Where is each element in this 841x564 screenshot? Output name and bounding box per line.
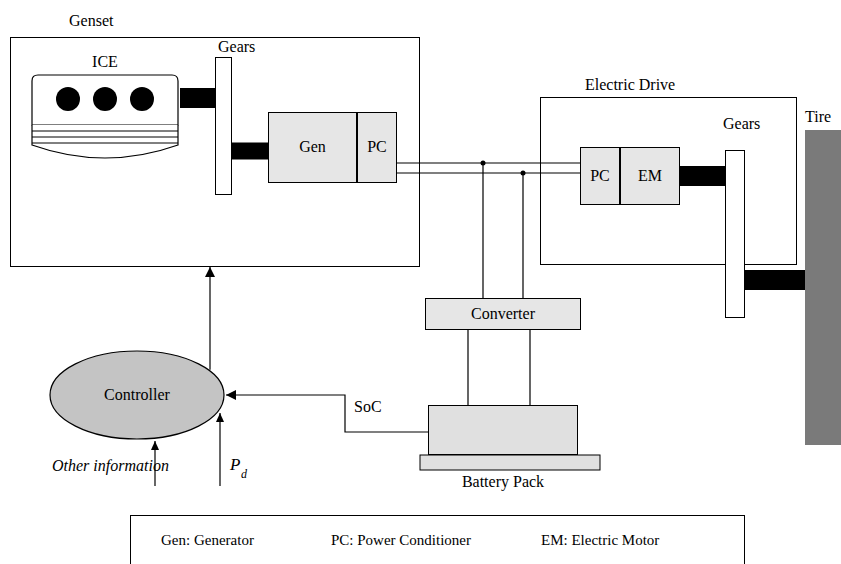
drive-shaft (232, 143, 268, 160)
signal-arrow (209, 267, 210, 370)
engine-block (32, 75, 178, 125)
input-label: P (230, 455, 240, 475)
node-label: Controller (104, 386, 170, 404)
node-label: Gen (299, 138, 326, 156)
drive-shaft (745, 270, 805, 290)
engine: ICE (30, 73, 180, 165)
node-label: PC (367, 138, 387, 156)
node-label: Tire (805, 108, 831, 126)
signal-arrow (226, 395, 428, 432)
node-label: Genset (69, 12, 113, 30)
engine-stripe (32, 137, 178, 138)
battery-base-plate (420, 455, 600, 470)
engine-drawing (30, 73, 180, 165)
power-conditioner-box: PC (580, 147, 620, 205)
node-label: Battery Pack (462, 473, 544, 491)
input-label: Other information (52, 457, 169, 475)
power-wire (483, 163, 523, 298)
power-wire (468, 330, 530, 405)
abbreviation-text: Gen: Generator (161, 532, 254, 549)
gear-bar: Gears (725, 150, 745, 318)
converter-box: Converter (425, 298, 581, 330)
cylinder (56, 87, 80, 111)
cylinder (93, 87, 117, 111)
engine-stripe (32, 143, 178, 144)
motor-box: EM (620, 147, 680, 205)
input-arrow (219, 413, 220, 486)
power-conditioner-box: PC (357, 112, 397, 183)
engine-stripe (32, 131, 178, 132)
node-label: ICE (92, 53, 118, 71)
gear-bar: Gears (215, 57, 232, 195)
abbreviation-text: PC: Power Conditioner (331, 532, 471, 549)
node-label: Electric Drive (585, 76, 675, 94)
input-subscript: d (241, 468, 247, 482)
controller-ellipse: Controller (49, 350, 225, 440)
tire: Tire (805, 130, 841, 445)
cylinder (130, 87, 154, 111)
node-label: PC (590, 167, 610, 185)
battery-pack: Battery Pack (428, 405, 578, 455)
abbreviation-box: Gen: Generator PC: Power Conditioner EM: E… (130, 515, 745, 564)
abbreviation-text: EM: Electric Motor (541, 532, 659, 549)
generator-box: Gen (268, 112, 357, 183)
node-label: Converter (471, 305, 535, 323)
drive-shaft (680, 166, 725, 186)
engine-sump (32, 125, 178, 158)
drive-shaft (180, 88, 215, 108)
genset-box: GensetICEGearsGenPC (10, 37, 420, 267)
node-label: Gears (723, 115, 760, 133)
node-label: Gears (218, 38, 255, 56)
power-wire (397, 163, 580, 173)
node-label: EM (638, 167, 662, 185)
signal-label: SoC (352, 398, 384, 416)
ellipse-shape (50, 351, 224, 439)
